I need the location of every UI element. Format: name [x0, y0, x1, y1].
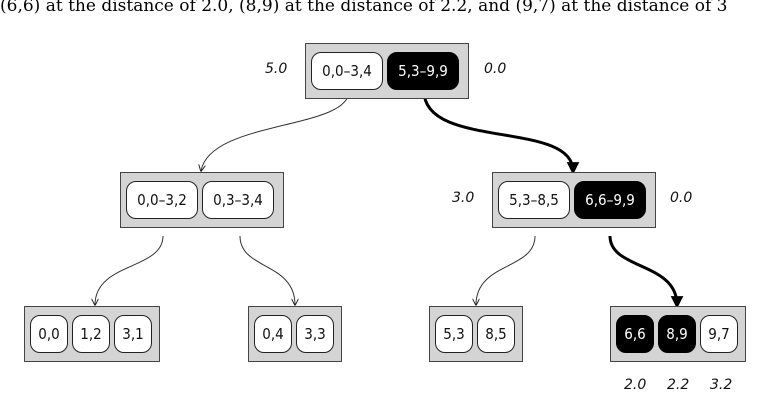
caption-text: (6,6) at the distance of 2.0, (8,9) at t… — [0, 0, 728, 16]
mid-right-cell-left: 5,3–8,5 — [498, 181, 570, 219]
root-node: 0,0–3,4 5,3–9,9 — [305, 43, 469, 99]
leaf-node-4: 6,6 8,9 9,7 — [610, 306, 746, 362]
leaf4-point-1-highlighted: 6,6 — [616, 315, 654, 353]
mid-right-cell-right-highlighted: 6,6–9,9 — [574, 181, 646, 219]
mid-right-node: 5,3–8,5 6,6–9,9 — [492, 172, 656, 228]
mid-right-left-distance: 3.0 — [452, 190, 475, 206]
leaf2-point-1: 0,4 — [254, 315, 292, 353]
leaf4-distance-3: 3.2 — [710, 377, 733, 393]
root-cell-left: 0,0–3,4 — [311, 52, 383, 90]
mid-left-cell-2: 0,3–3,4 — [202, 181, 274, 219]
mid-right-right-distance: 0.0 — [670, 190, 693, 206]
leaf3-point-1: 5,3 — [435, 315, 473, 353]
leaf3-point-2: 8,5 — [477, 315, 515, 353]
leaf-node-2: 0,4 3,3 — [248, 306, 342, 362]
root-right-distance: 0.0 — [484, 61, 507, 77]
root-left-distance: 5.0 — [265, 61, 288, 77]
leaf-node-3: 5,3 8,5 — [429, 306, 523, 362]
mid-left-node: 0,0–3,2 0,3–3,4 — [120, 172, 284, 228]
leaf1-point-2: 1,2 — [72, 315, 110, 353]
edge-mid-right-to-leaf3 — [476, 235, 536, 305]
leaf-node-1: 0,0 1,2 3,1 — [24, 306, 160, 362]
leaf1-point-1: 0,0 — [30, 315, 68, 353]
root-cell-right-highlighted: 5,3–9,9 — [387, 52, 459, 90]
edge-root-to-mid-left — [201, 90, 350, 171]
edge-mid-right-to-leaf4-bold — [608, 235, 684, 309]
edge-mid-left-to-leaf1 — [95, 235, 164, 305]
leaf4-point-2-highlighted: 8,9 — [658, 315, 696, 353]
leaf4-distance-1: 2.0 — [624, 377, 647, 393]
leaf1-point-3: 3,1 — [114, 315, 152, 353]
leaf4-point-3: 9,7 — [700, 315, 738, 353]
edge-mid-left-to-leaf2 — [239, 235, 295, 305]
leaf2-point-2: 3,3 — [296, 315, 334, 353]
mid-left-cell-1: 0,0–3,2 — [126, 181, 198, 219]
leaf4-distance-2: 2.2 — [667, 377, 690, 393]
edge-root-to-mid-right-bold — [422, 90, 580, 175]
